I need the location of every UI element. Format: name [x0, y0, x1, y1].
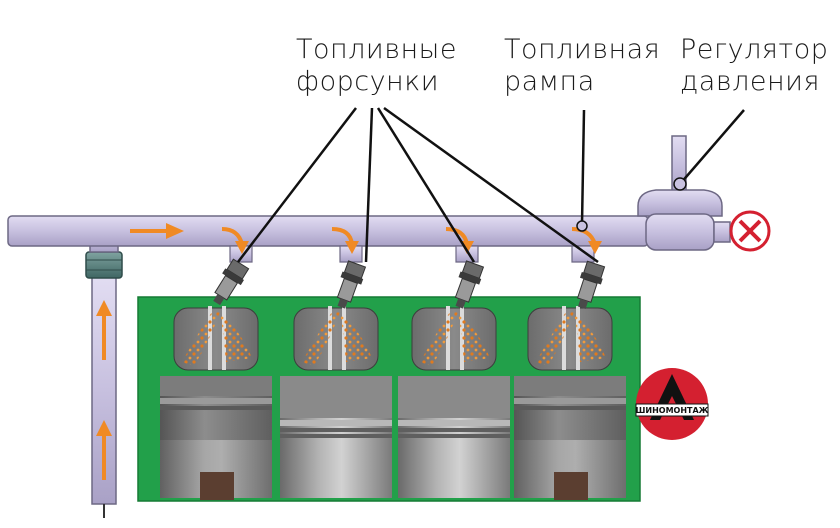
regulator-label: Регулятор давления — [680, 34, 828, 98]
logo-text: ШИНОМОНТАЖ — [636, 406, 709, 415]
rail-label-line1: Топливная — [504, 34, 661, 65]
cylinder-1 — [160, 306, 272, 500]
flow-arrow-down-1 — [221, 227, 249, 254]
cylinder-3 — [398, 306, 510, 498]
regulator-leader-dot — [673, 177, 687, 191]
rail-label: Топливная рампа — [504, 34, 660, 98]
fuel-injector-3 — [454, 260, 485, 309]
injectors-leader-lines — [237, 106, 599, 264]
regulator-label-line2: давления — [680, 66, 820, 97]
injectors-label-line2: форсунки — [296, 66, 440, 97]
injectors-label: Топливные форсунки — [296, 34, 457, 98]
flow-arrow-down-4 — [571, 227, 602, 254]
regulator-label-line1: Регулятор — [680, 34, 829, 65]
letter-a-logo-icon: ШИНОМОНТАЖ — [635, 368, 709, 440]
rail-leader-dot — [576, 220, 588, 232]
flow-arrow-up-2 — [96, 300, 112, 360]
rail-leader-line — [580, 109, 586, 225]
fuel-injector-1 — [213, 258, 250, 306]
pressure-regulator — [637, 135, 731, 251]
red-x-circle-icon — [729, 210, 771, 252]
rail-label-line2: рампа — [504, 66, 595, 97]
cylinder-4 — [514, 306, 626, 500]
injectors-label-line1: Топливные — [296, 34, 457, 65]
regulator-leader-line — [679, 109, 745, 185]
fuel-injector-4 — [576, 260, 606, 309]
cylinder-2 — [280, 306, 392, 498]
flow-arrow-up-1 — [96, 420, 112, 480]
fuel-rail — [7, 215, 649, 263]
fuel-injector-2 — [336, 260, 367, 309]
flow-arrow-right — [130, 223, 184, 239]
flow-arrow-down-2 — [331, 227, 359, 254]
